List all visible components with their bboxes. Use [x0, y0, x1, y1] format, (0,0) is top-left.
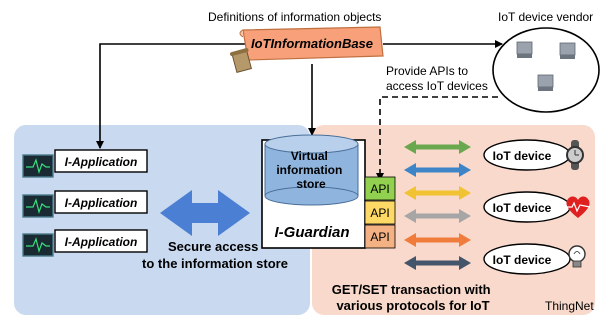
application-group: I-Application I-Application I-Applicatio… [22, 149, 148, 257]
protocol-arrow [404, 209, 471, 223]
info-base-label: IoTInformationBase [251, 36, 373, 51]
app-label: I-Application [65, 235, 138, 249]
iot-device-label: IoT device [493, 149, 552, 163]
i-guardian-label: I-Guardian [274, 224, 349, 241]
protocol-arrows [404, 140, 471, 270]
api-label: API [370, 182, 389, 196]
iot-device-label: IoT device [493, 201, 552, 215]
thingnet-label: ThingNet [545, 299, 594, 313]
app-label: I-Application [65, 155, 138, 169]
api-label: API [370, 206, 389, 220]
app-box [54, 149, 148, 173]
app-box [54, 229, 148, 253]
heart-pulse-icon [566, 196, 591, 218]
protocol-arrow [404, 186, 471, 200]
lightbulb-icon [568, 245, 586, 268]
pulse-monitor-icon [22, 154, 54, 257]
secure-access-label: Secure access to the information store [142, 239, 288, 271]
protocol-arrow [404, 140, 471, 154]
iot-device-label: IoT device [493, 253, 552, 267]
app-label: I-Application [65, 196, 138, 210]
protocol-arrow [404, 256, 471, 270]
server-icon [516, 41, 576, 91]
iot-devices: IoT device IoT device IoT device [483, 139, 571, 275]
secure-access-arrow [160, 190, 250, 236]
definitions-label: Definitions of information objects [208, 10, 381, 24]
protocol-arrow [404, 233, 471, 247]
virtual-store-label: Virtual information store [276, 149, 345, 191]
api-label: API [370, 230, 389, 244]
app-box [54, 190, 148, 214]
vendor-cloud [492, 27, 600, 113]
document-scroll-icon [230, 48, 253, 73]
provide-apis-label: Provide APIs to access IoT devices [386, 64, 488, 93]
watch-icon [566, 140, 584, 170]
get-set-label: GET/SET transaction with various protoco… [332, 282, 495, 313]
connector-lines [96, 40, 503, 181]
virtual-store-cylinder [264, 134, 359, 206]
api-stack: API API API [364, 176, 396, 249]
protocol-arrow [404, 163, 471, 177]
vendor-label: IoT device vendor [498, 10, 593, 24]
